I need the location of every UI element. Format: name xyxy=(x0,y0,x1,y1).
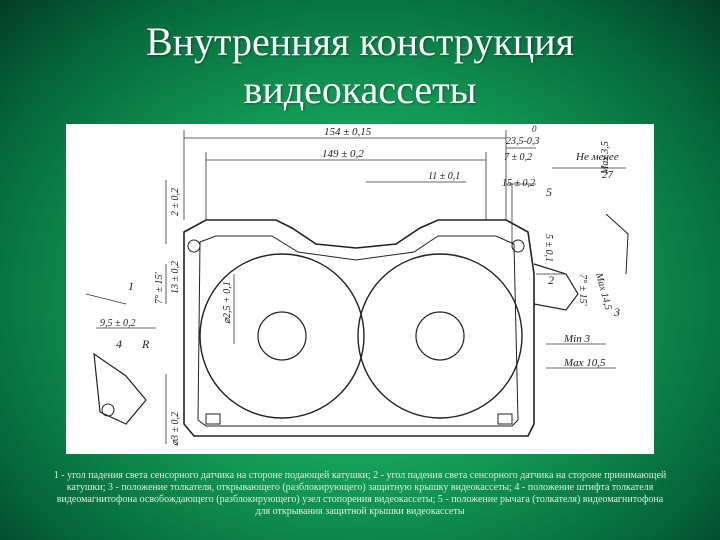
title-line-2: видеокассеты xyxy=(243,67,477,112)
dim-right-max145: Max 14,5 xyxy=(593,271,614,311)
cassette-drawing-svg: 154 ± 0,15 149 ± 0,2 23,5-0,3 0 7 ± 0,2 … xyxy=(85,124,629,446)
right-reel xyxy=(357,253,523,419)
dim-hole: ⌀2,5 + 0,1 xyxy=(222,281,233,324)
dim-right-mid: 15 ± 0,2 xyxy=(502,178,535,189)
figure-caption: 1 - угол падения света сенсорного датчик… xyxy=(53,470,667,517)
cassette-body-outline xyxy=(183,219,535,437)
left-reel-hub xyxy=(257,311,307,361)
dim-right-small: 7 ± 0,2 xyxy=(504,152,532,163)
dim-left-small: 9,5 ± 0,2 xyxy=(100,318,136,329)
dim-right-max35: Max 3,5 xyxy=(600,141,611,175)
dim-min3: Min 3 xyxy=(563,333,590,345)
label-1: 1 xyxy=(128,279,134,293)
cassette-technical-drawing: 154 ± 0,15 149 ± 0,2 23,5-0,3 0 7 ± 0,2 … xyxy=(66,124,654,454)
dim-right-vert: 5 ± 0,1 xyxy=(543,234,554,262)
dim-total-width: 154 ± 0,15 xyxy=(324,126,372,138)
dim-left-bottom: ⌀3 ± 0,2 xyxy=(170,412,181,446)
cassette-inner-frame xyxy=(197,235,519,427)
page-title: Внутренняя конструкция видеокассеты xyxy=(0,18,720,114)
label-2: 2 xyxy=(548,273,554,287)
label-3: 3 xyxy=(613,305,620,319)
left-reel xyxy=(199,253,365,419)
dim-center: 11 ± 0,1 xyxy=(428,171,460,182)
label-4: 4 xyxy=(116,337,122,351)
dim-right-angle: 7° ± 15' xyxy=(577,274,588,306)
dim-left-top: 2 ± 0,2 xyxy=(170,188,181,216)
dim-max105: Max 10,5 xyxy=(563,357,606,369)
dim-left-angle: 7° ± 15' xyxy=(154,272,165,304)
label-5: 5 xyxy=(546,185,552,199)
dim-not-less-value: 27 xyxy=(602,169,614,181)
dim-left-mid: 13 ± 0,2 xyxy=(170,261,181,294)
right-reel-hub xyxy=(415,311,465,361)
dim-not-less-label: Не менее xyxy=(575,151,619,163)
dim-inner-width: 149 ± 0,2 xyxy=(322,148,364,160)
dim-right-top-zero: 0 xyxy=(532,124,537,134)
label-r: R xyxy=(141,337,150,351)
dim-right-top: 23,5-0,3 xyxy=(506,136,539,147)
title-line-1: Внутренняя конструкция xyxy=(145,19,575,64)
